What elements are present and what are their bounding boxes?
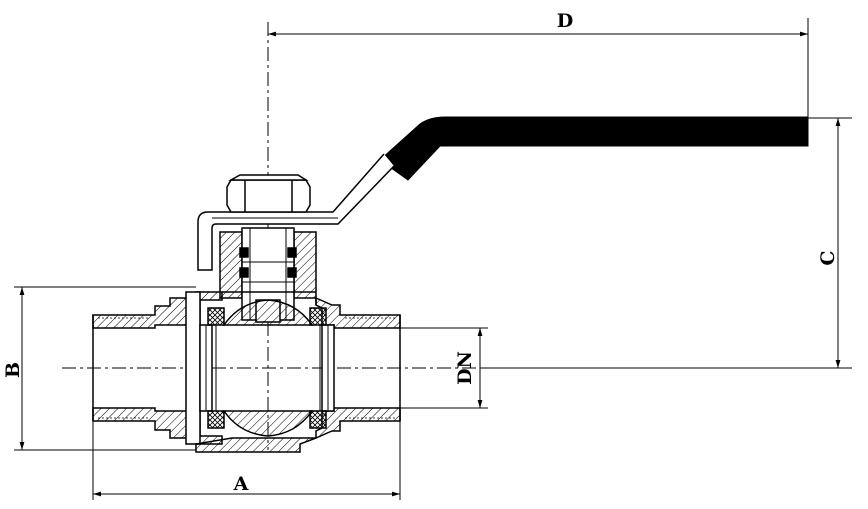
dimension-d (268, 18, 809, 118)
bonnet-right (293, 231, 317, 299)
body-bottom (195, 437, 317, 453)
seat-upper-right (309, 307, 327, 326)
seats (207, 307, 327, 429)
o-ring (239, 247, 249, 258)
dimension-b (14, 286, 196, 451)
o-ring (287, 247, 297, 258)
dimension-a-label: A (233, 473, 249, 495)
o-ring (287, 267, 297, 278)
dimension-b-label: B (2, 362, 24, 378)
ball (215, 299, 321, 437)
valve-body (92, 291, 401, 453)
seat-lower-right (309, 410, 327, 429)
dimension-c (480, 117, 852, 369)
left-end-upper-wall (92, 291, 223, 329)
dimension-dn-label: DN (454, 351, 476, 385)
o-ring (239, 267, 249, 278)
lever-grip (379, 116, 809, 181)
right-end-lower-wall (315, 407, 401, 440)
ball-upper (222, 299, 314, 326)
dimension-d-label: D (557, 10, 573, 32)
left-end-lower-wall (92, 407, 223, 445)
seat-upper-left (207, 307, 225, 326)
bonnet-left (219, 231, 243, 299)
seat-lower-left (207, 410, 225, 429)
right-end-upper-wall (315, 296, 401, 329)
ball-lower (222, 410, 314, 437)
dimension-a (92, 418, 401, 500)
dimension-c-label: C (817, 250, 839, 265)
hex-nut (226, 174, 311, 213)
